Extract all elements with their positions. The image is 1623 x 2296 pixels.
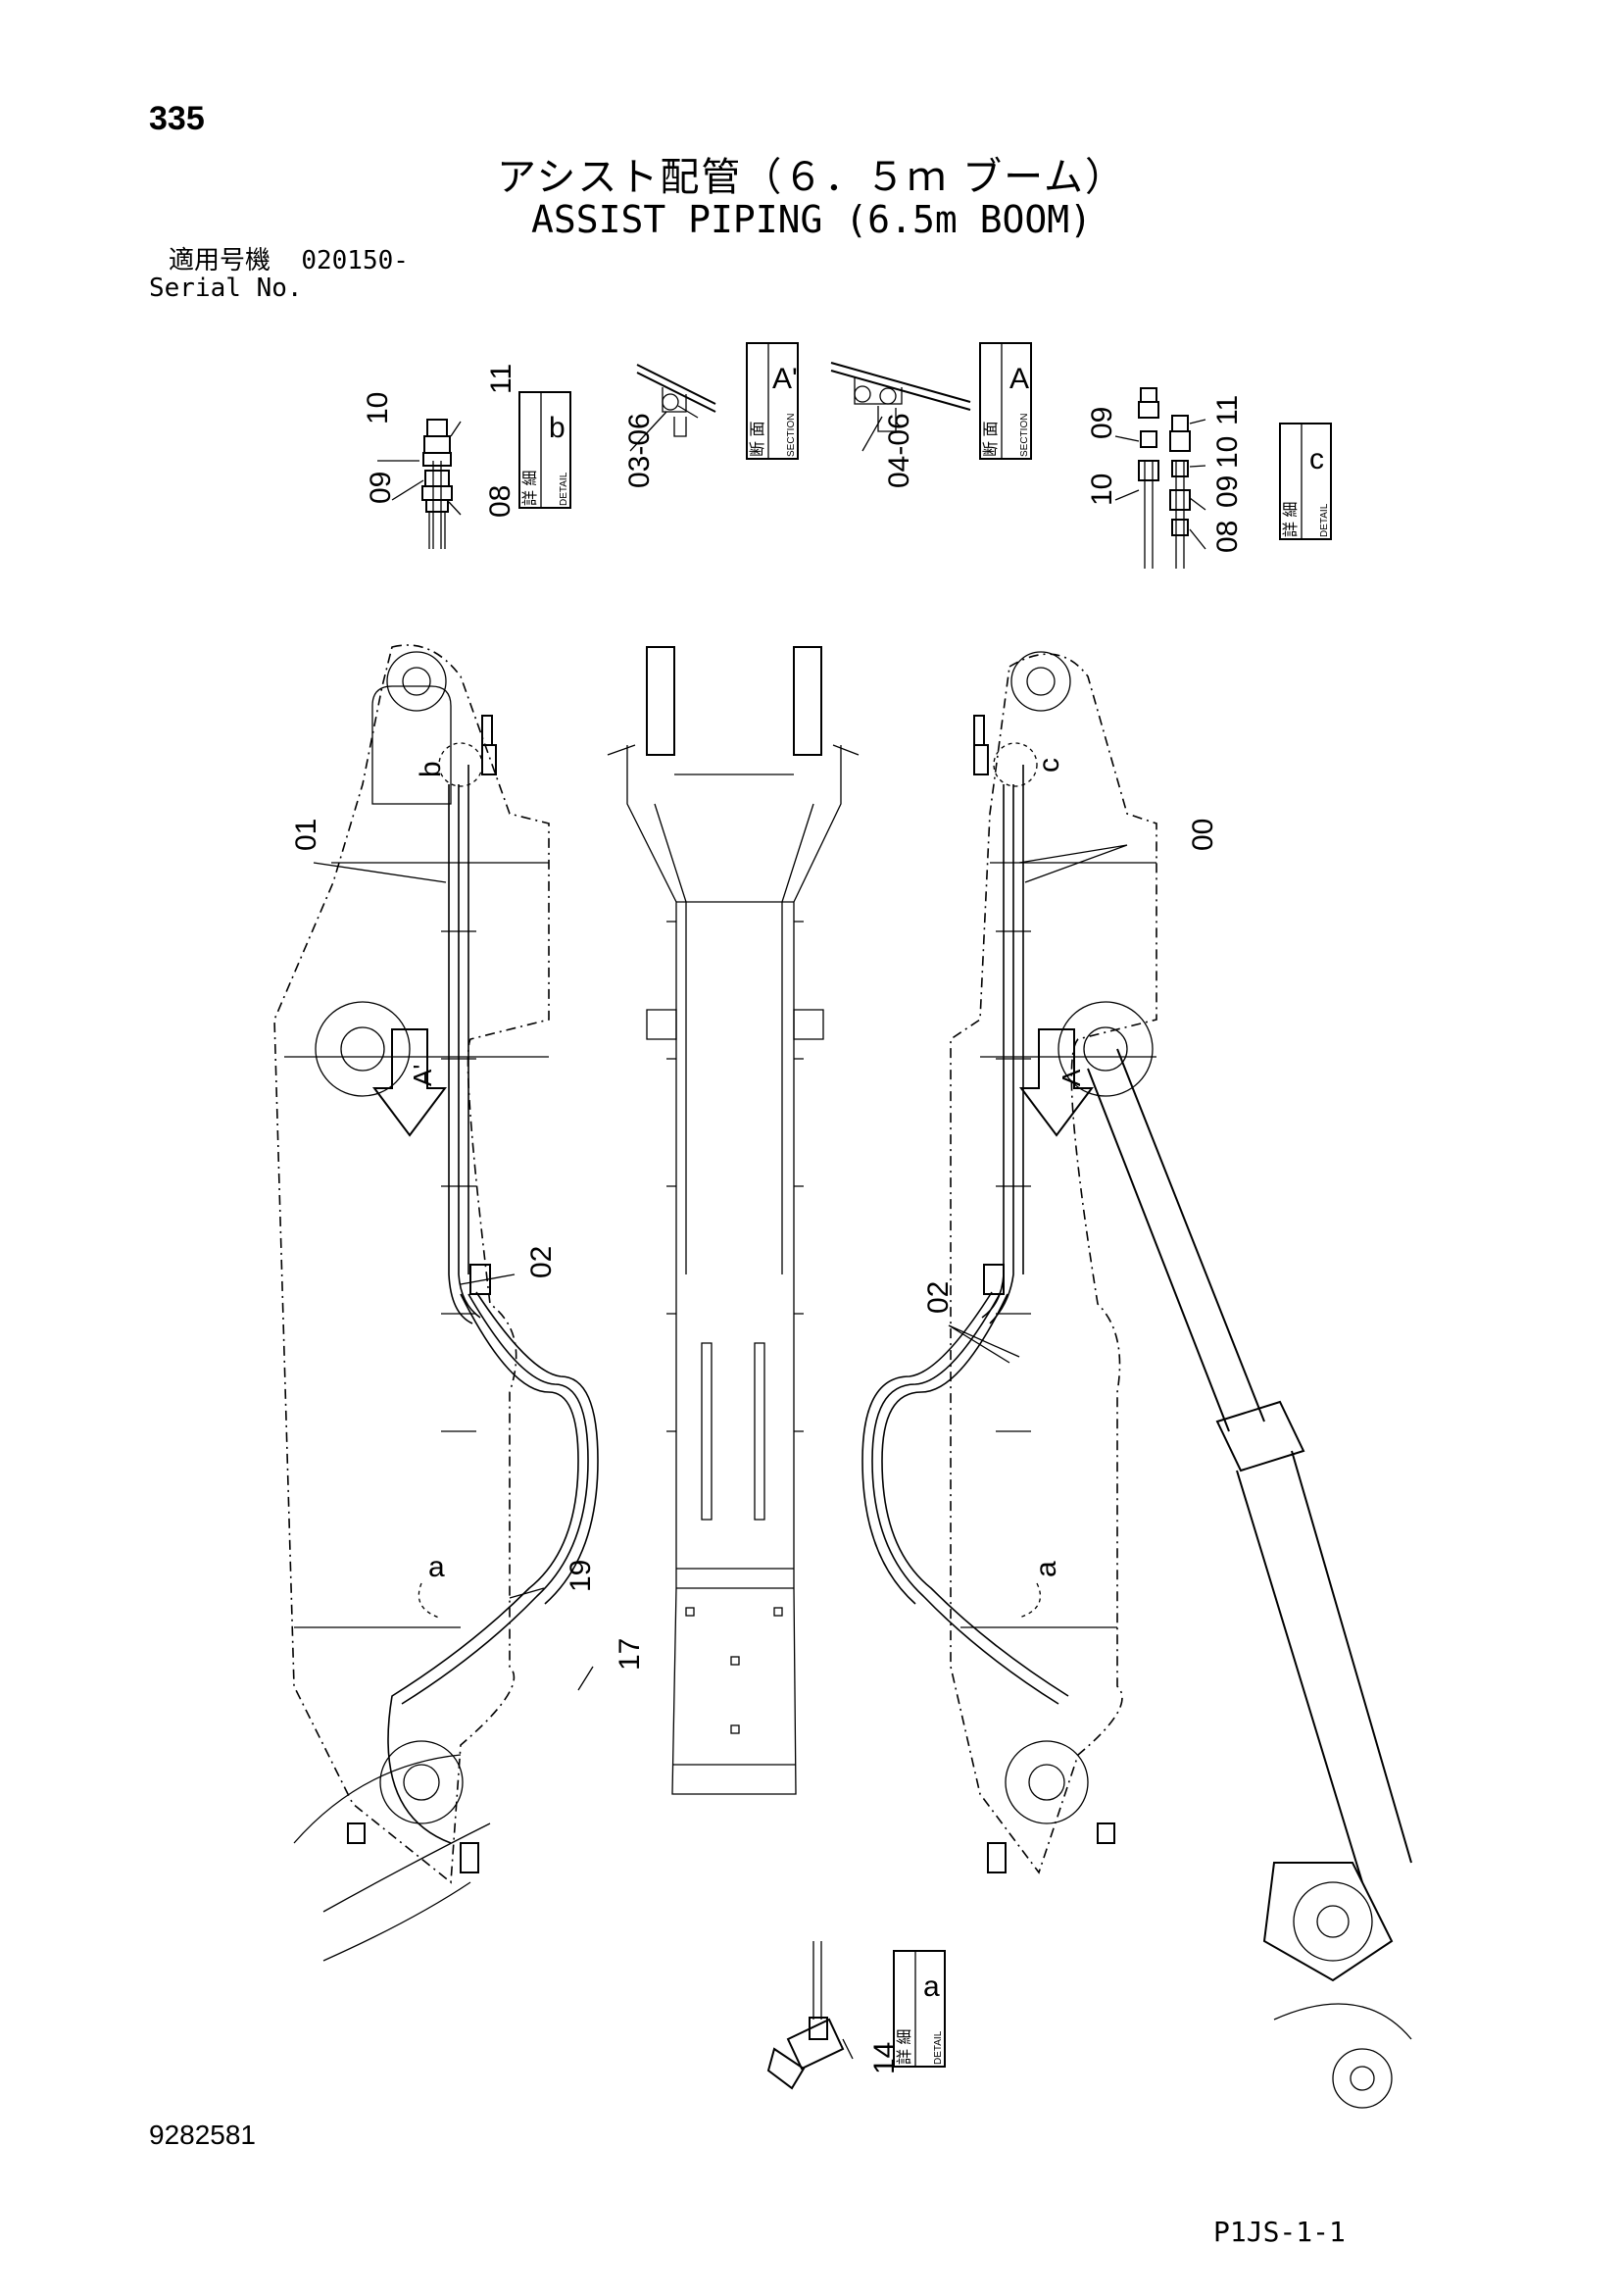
serial-label-en: Serial No. bbox=[149, 274, 303, 303]
detail-c-callout-10b: 10 bbox=[1211, 436, 1244, 469]
serial-value: 020150- bbox=[301, 246, 409, 275]
serial-block: 適用号機 020150- Serial No. bbox=[149, 247, 409, 302]
section-a-letter: A bbox=[1009, 363, 1029, 395]
section-a-callout: 04-06 bbox=[883, 413, 915, 488]
detail-b-callout-10: 10 bbox=[362, 392, 394, 424]
right-arrow-a: A bbox=[1057, 1069, 1086, 1086]
detail-c-view: 09 10 11 10 08 09 c 詳 細 DETAIL bbox=[1086, 387, 1332, 569]
page-number: 335 bbox=[149, 100, 205, 137]
section-a-en-label: SECTION bbox=[1019, 414, 1030, 457]
left-boom-view: 01 02 19 17 a b A' bbox=[273, 644, 646, 1962]
left-callout-02: 02 bbox=[525, 1246, 558, 1278]
right-ref-c: c bbox=[1033, 758, 1065, 773]
detail-a-view: 14 a 詳 細 DETAIL bbox=[766, 1941, 946, 2090]
middle-boom-view bbox=[607, 646, 860, 1795]
section-a-prime-en-label: SECTION bbox=[786, 414, 797, 457]
section-a-prime-label-box bbox=[746, 342, 799, 460]
detail-b-callout-11: 11 bbox=[485, 364, 517, 394]
detail-c-callout-09a: 09 bbox=[1086, 407, 1118, 439]
document-number: 9282581 bbox=[149, 2120, 257, 2150]
section-a-label-box bbox=[979, 342, 1032, 460]
right-ref-a: a bbox=[1030, 1561, 1062, 1577]
detail-b-label-box bbox=[518, 391, 571, 509]
detail-b-callout-09: 09 bbox=[365, 472, 397, 504]
detail-c-callout-10a: 10 bbox=[1086, 474, 1118, 506]
detail-b-view: 10 11 09 08 b 詳 細 DETAIL bbox=[362, 364, 571, 549]
section-a-view: 04-06 A 断 面 SECTION bbox=[830, 342, 1032, 488]
left-ref-b: b bbox=[415, 761, 447, 777]
right-callout-02: 02 bbox=[922, 1281, 955, 1314]
section-a-prime-letter: A' bbox=[772, 363, 798, 395]
detail-c-letter: c bbox=[1309, 443, 1324, 475]
detail-c-jp-label: 詳 細 bbox=[1282, 502, 1300, 537]
right-boom-view: 00 02 a c A bbox=[861, 651, 1412, 2109]
title-japanese: アシスト配管（６．５ｍ ブーム） bbox=[497, 155, 1126, 200]
section-a-prime-jp-label: 断 面 bbox=[749, 422, 766, 457]
left-arrow-a-prime: A' bbox=[408, 1065, 437, 1086]
detail-b-letter: b bbox=[549, 412, 566, 444]
section-a-prime-callout: 03-06 bbox=[623, 413, 656, 488]
title-english: ASSIST PIPING (6.5m BOOM) bbox=[531, 198, 1092, 241]
detail-a-letter: a bbox=[923, 1971, 940, 2003]
detail-c-callout-11: 11 bbox=[1211, 395, 1244, 425]
detail-c-callout-09b: 09 bbox=[1211, 475, 1244, 508]
left-callout-19: 19 bbox=[565, 1560, 597, 1592]
detail-a-jp-label: 詳 細 bbox=[896, 2029, 913, 2065]
detail-c-en-label: DETAIL bbox=[1319, 503, 1330, 537]
detail-a-en-label: DETAIL bbox=[933, 2030, 944, 2065]
sheet-code: P1JS-1-1 bbox=[1213, 2216, 1346, 2248]
serial-label-jp: 適用号機 bbox=[169, 246, 271, 275]
detail-c-label-box bbox=[1279, 423, 1332, 540]
detail-b-jp-label: 詳 細 bbox=[521, 471, 539, 506]
detail-c-callout-08: 08 bbox=[1211, 521, 1244, 553]
detail-a-callout-14: 14 bbox=[868, 2042, 901, 2074]
detail-b-en-label: DETAIL bbox=[559, 472, 569, 506]
left-ref-a: a bbox=[428, 1551, 445, 1583]
detail-b-callout-08: 08 bbox=[484, 485, 516, 518]
left-callout-01: 01 bbox=[290, 819, 322, 851]
section-a-prime-view: 03-06 A' 断 面 SECTION bbox=[623, 342, 799, 488]
detail-a-label-box bbox=[893, 1950, 946, 2068]
section-a-jp-label: 断 面 bbox=[982, 422, 1000, 457]
left-callout-17: 17 bbox=[614, 1638, 646, 1671]
right-callout-00: 00 bbox=[1187, 819, 1219, 851]
